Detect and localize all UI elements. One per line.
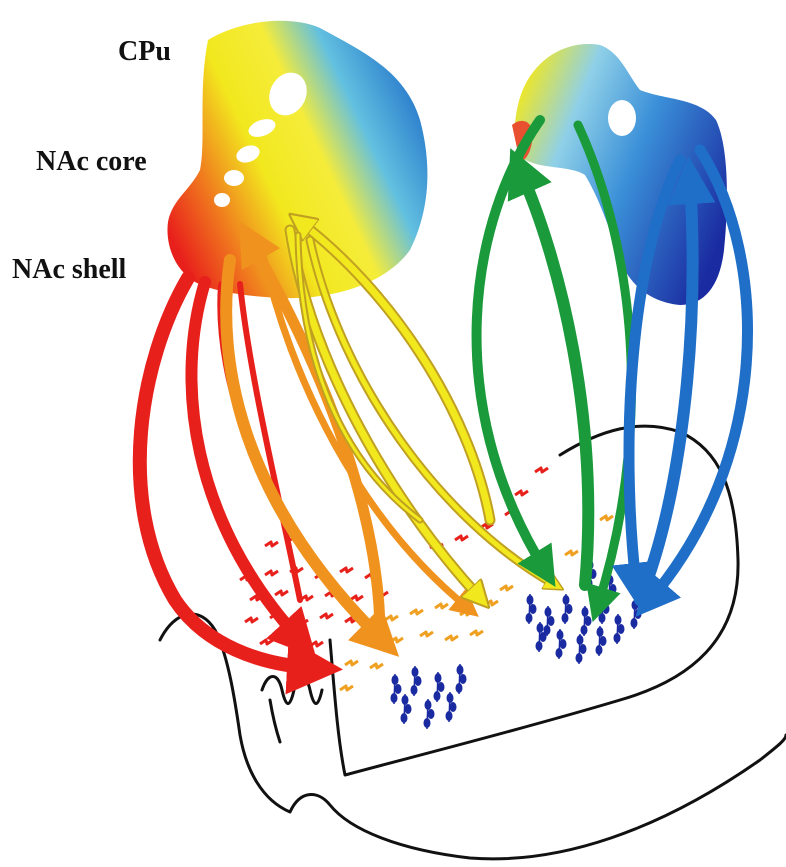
brain-outline — [160, 426, 786, 859]
label-nac-core: NAc core — [36, 148, 147, 176]
fiber-bundle-right — [608, 100, 636, 136]
green-projection-arrows — [477, 120, 632, 605]
label-nac-shell: NAc shell — [12, 256, 126, 284]
label-cpu: CPu — [118, 38, 171, 66]
